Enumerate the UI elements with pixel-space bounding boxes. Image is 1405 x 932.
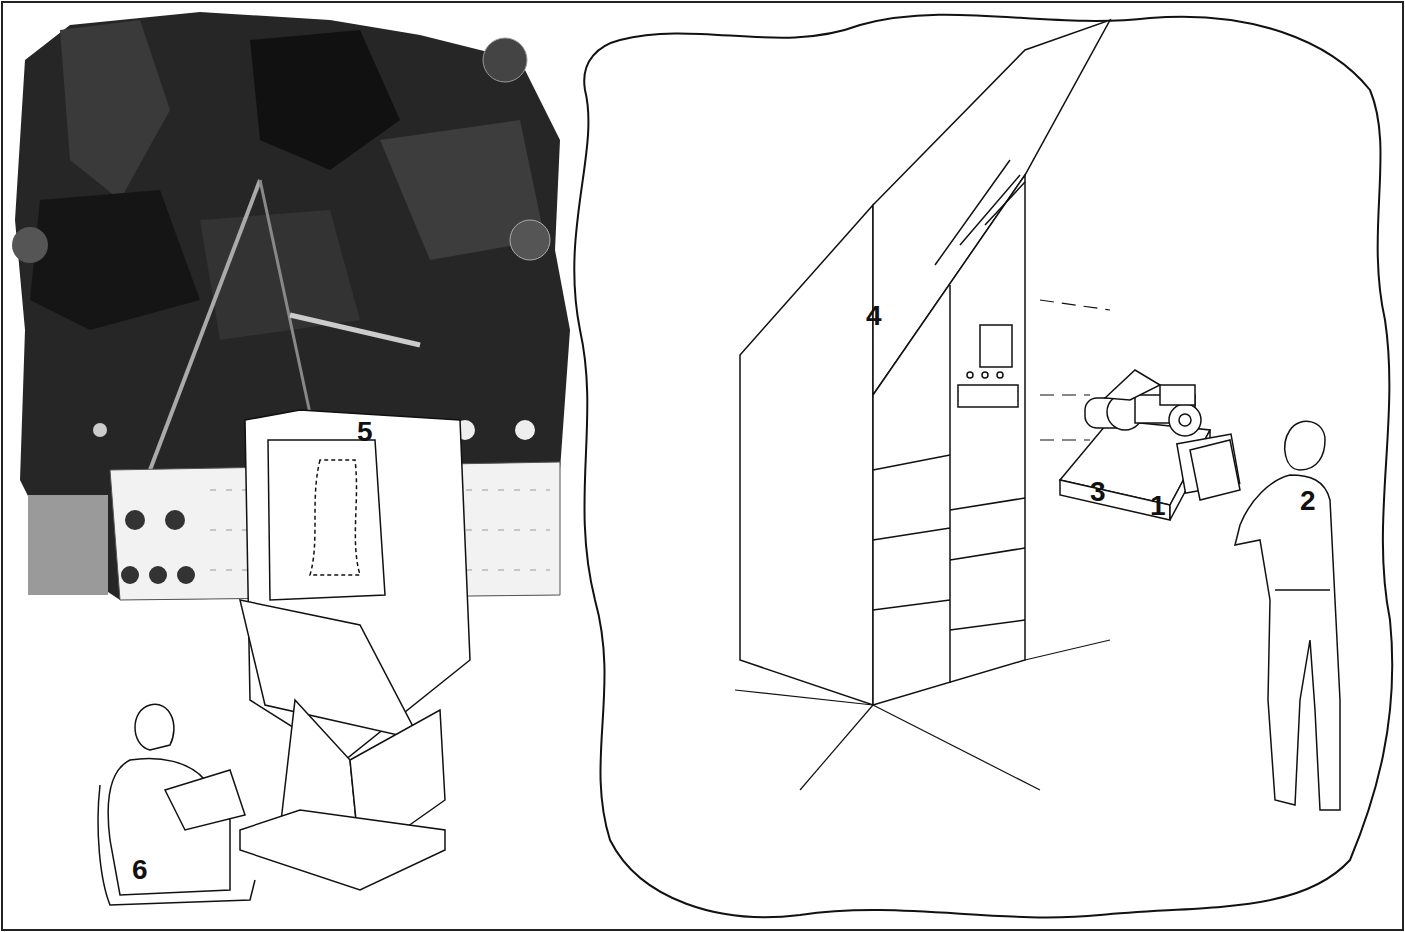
computer-cabinet: [740, 20, 1110, 705]
thought-cloud: [574, 15, 1392, 918]
callout-number: 1: [1150, 492, 1166, 520]
seated-figure: [98, 704, 255, 905]
callout-number: 5: [357, 418, 373, 446]
callout-number: 3: [1090, 478, 1106, 506]
callout-number: 2: [1300, 487, 1316, 515]
callout-number: 6: [132, 856, 148, 884]
machine-photo: [12, 12, 570, 600]
machine-sketch: [1060, 370, 1240, 520]
callout-number: 4: [866, 302, 882, 330]
terminal: [240, 410, 470, 890]
operator-figure: [1190, 421, 1340, 810]
